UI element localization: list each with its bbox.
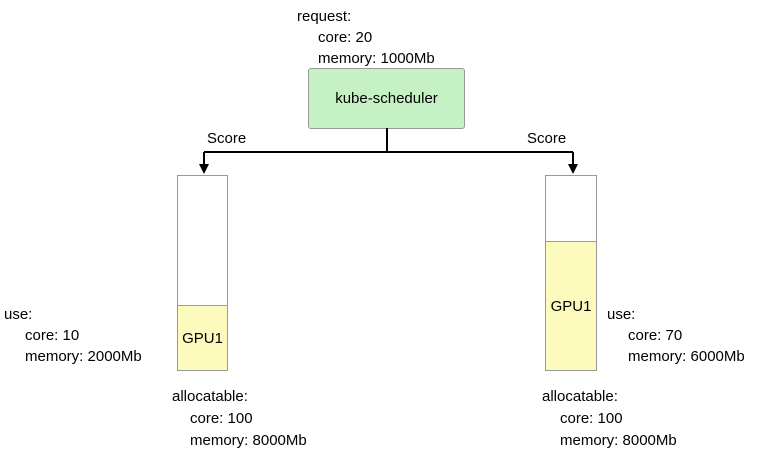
use-title-right: use: <box>607 306 636 323</box>
use-memory-right: memory: 6000Mb <box>628 348 745 365</box>
kube-scheduler-node: kube-scheduler <box>308 68 465 129</box>
allocatable-memory-right: memory: 8000Mb <box>560 432 677 449</box>
allocatable-annotation-right: allocatable: core: 100 memory: 8000Mb <box>542 386 677 452</box>
allocatable-core-left: core: 100 <box>190 410 253 427</box>
edge-lines <box>203 128 574 165</box>
node-right: GPU1 <box>545 175 597 371</box>
request-title: request: <box>297 8 352 25</box>
use-core-left: core: 10 <box>25 327 80 344</box>
request-annotation: request: core: 20 memory: 1000Mb <box>297 6 435 69</box>
allocatable-title-left: allocatable: <box>172 388 248 405</box>
gpu-segment-left: GPU1 <box>178 305 227 370</box>
allocatable-title-right: allocatable: <box>542 388 618 405</box>
use-memory-left: memory: 2000Mb <box>25 348 142 365</box>
node-left: GPU1 <box>177 175 228 371</box>
allocatable-memory-left: memory: 8000Mb <box>190 432 307 449</box>
allocatable-core-right: core: 100 <box>560 410 623 427</box>
use-annotation-left: use: core: 10 memory: 2000Mb <box>4 304 142 367</box>
edge-label-score-right: Score <box>527 130 567 147</box>
edge-label-score-left: Score <box>207 130 247 147</box>
request-core: core: 20 <box>318 29 373 46</box>
gpu-segment-right: GPU1 <box>546 241 596 370</box>
gpu-label-right: GPU1 <box>550 297 592 315</box>
use-title-left: use: <box>4 306 33 323</box>
kube-scheduler-label: kube-scheduler <box>335 90 438 107</box>
arrow-down-right-icon <box>568 164 578 174</box>
allocatable-annotation-left: allocatable: core: 100 memory: 8000Mb <box>172 386 307 452</box>
gpu-label-left: GPU1 <box>182 329 223 347</box>
arrow-down-left-icon <box>199 164 209 174</box>
use-annotation-right: use: core: 70 memory: 6000Mb <box>607 304 745 367</box>
request-memory: memory: 1000Mb <box>318 50 435 67</box>
use-core-right: core: 70 <box>628 327 683 344</box>
